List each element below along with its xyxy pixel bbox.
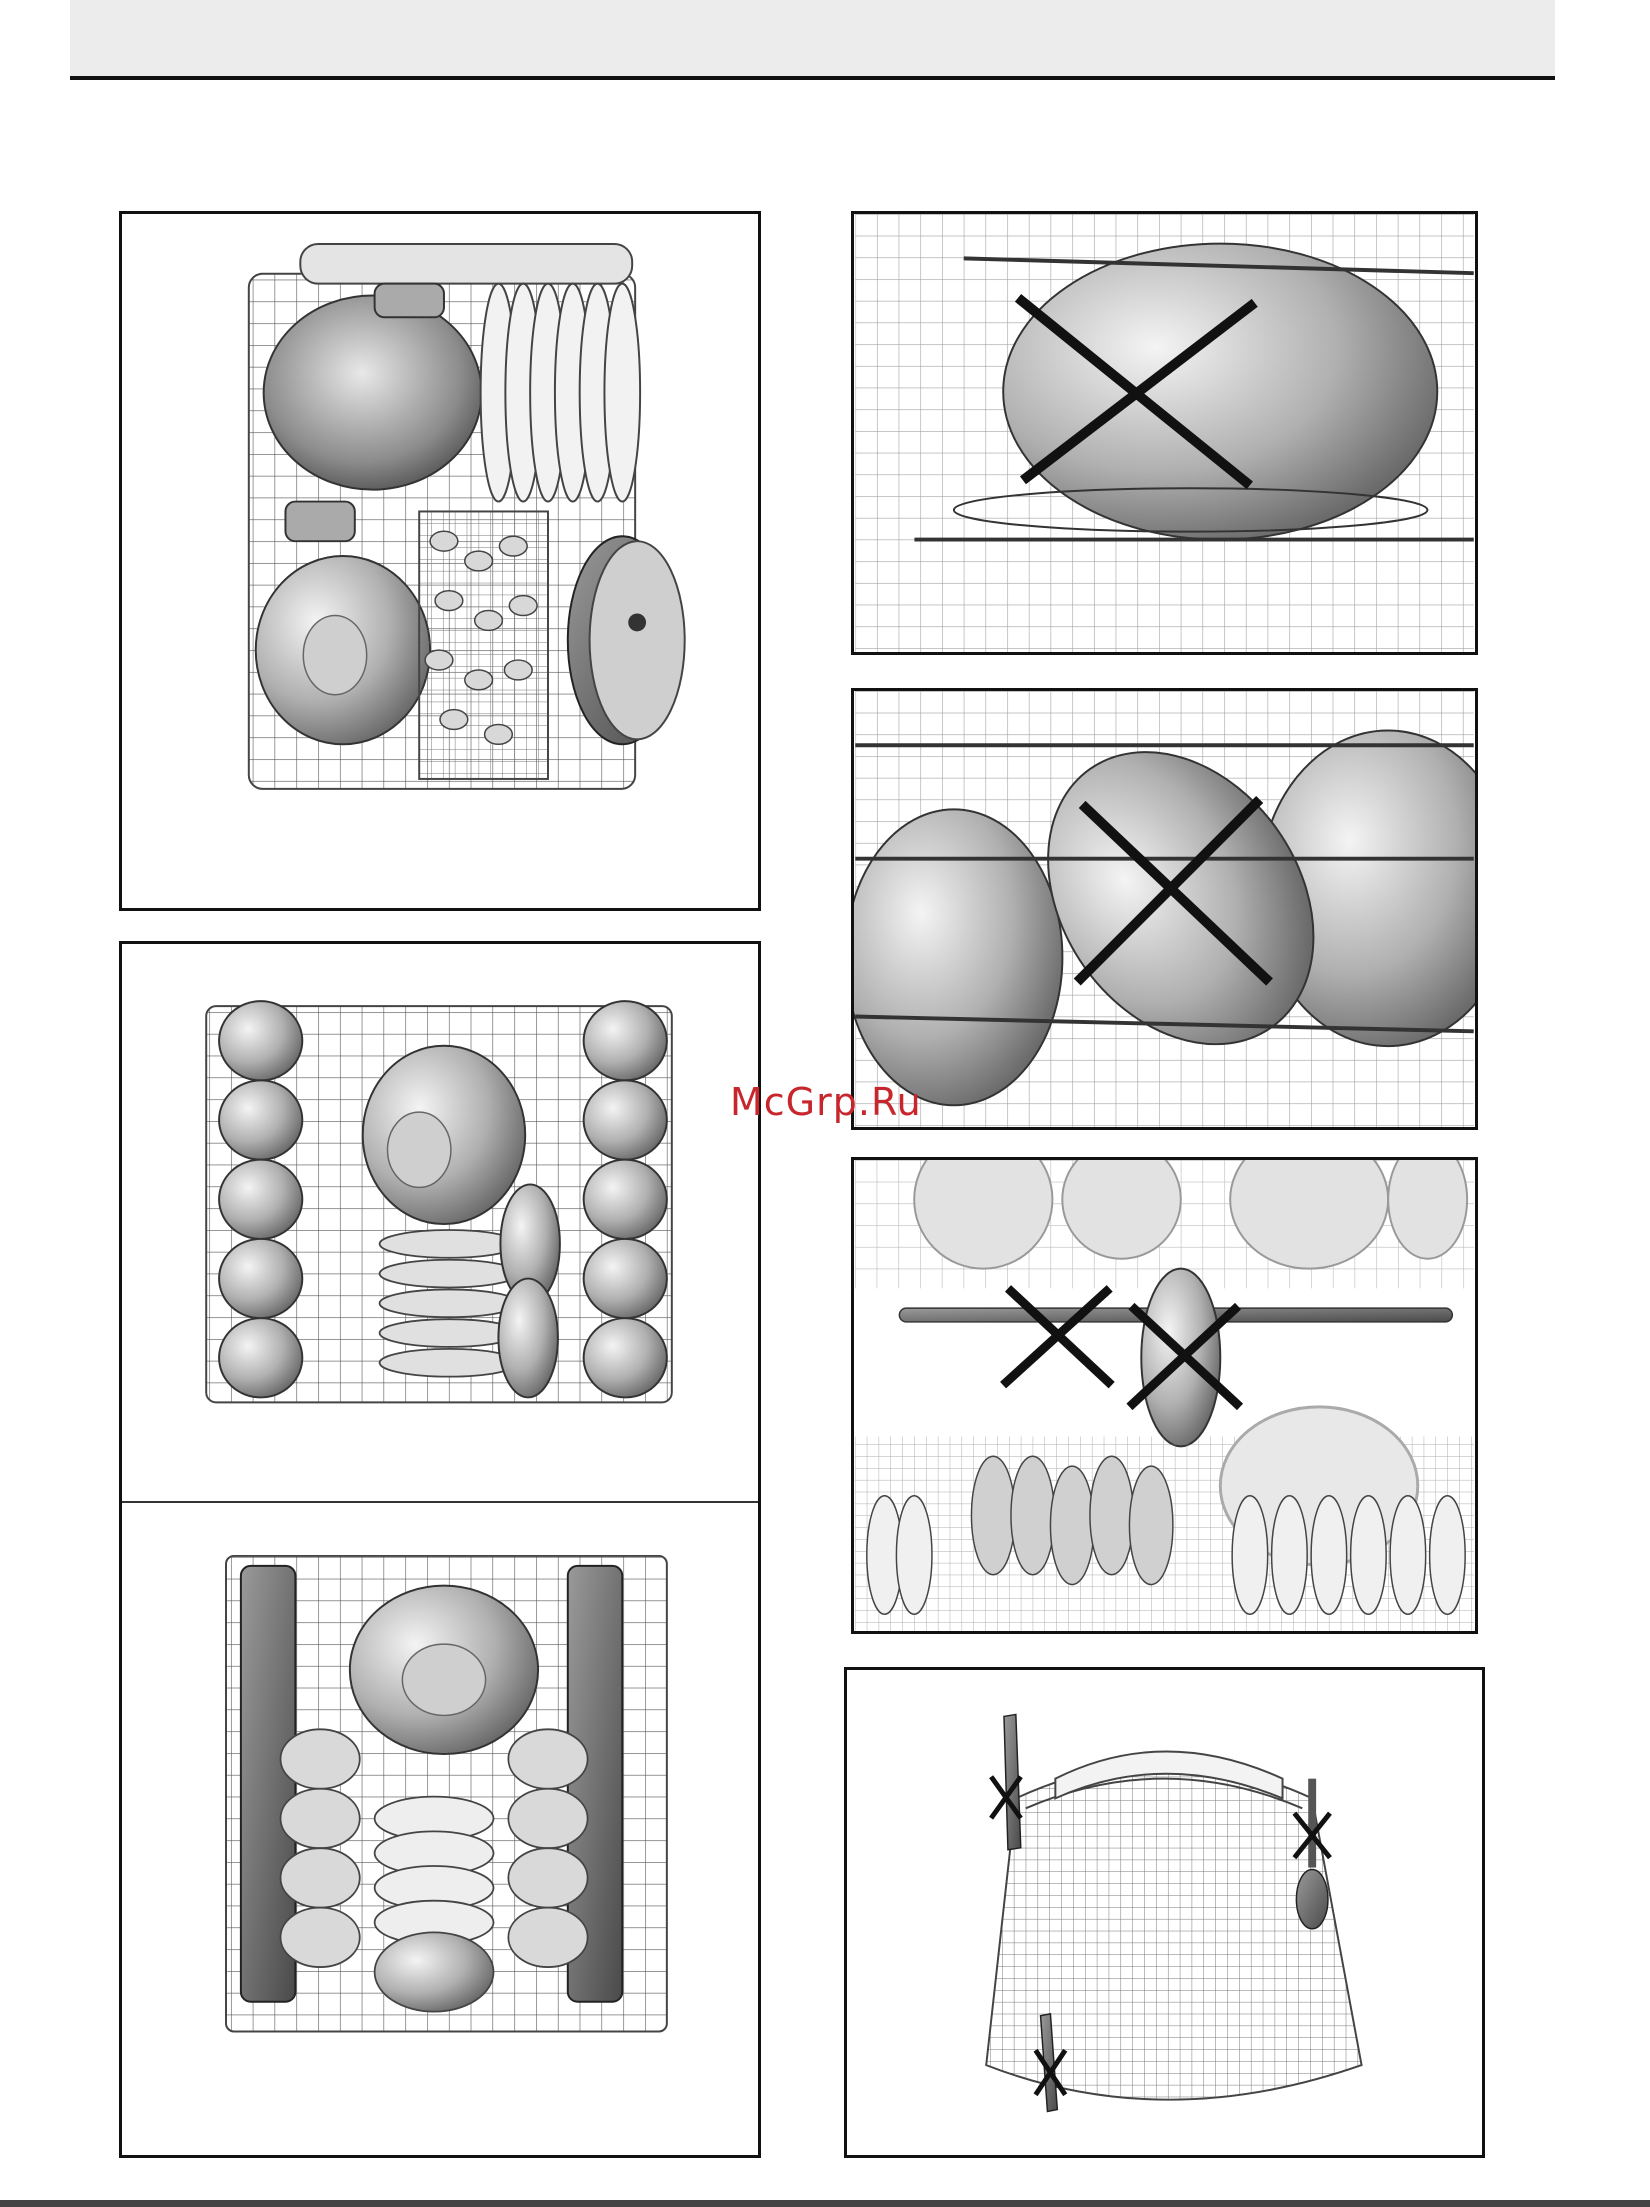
panel-basket-loading-examples (119, 941, 761, 2158)
panel-wrong-bowl-upper-rack (851, 211, 1478, 655)
upper-rack-wrong-illustration (854, 214, 1475, 652)
panel-spray-arm-obstructed (851, 1157, 1478, 1634)
panel-lower-basket-loaded (119, 211, 761, 911)
watermark-text: McGrp.Ru (730, 1080, 922, 1124)
panel-wrong-bowl-lower-rack (851, 688, 1478, 1130)
cross-mark-icon (1003, 1288, 1112, 1385)
lower-basket-illustration (122, 214, 758, 908)
panel-cutlery-basket-wrong (844, 1667, 1485, 2158)
cutlery-basket-illustration (847, 1670, 1482, 2155)
spray-arm-illustration (854, 1160, 1475, 1631)
lower-basket-plates-illustration (122, 944, 758, 2155)
lower-rack-wrong-illustration (854, 691, 1475, 1127)
header-band (70, 0, 1555, 80)
footer-line (0, 2200, 1650, 2207)
